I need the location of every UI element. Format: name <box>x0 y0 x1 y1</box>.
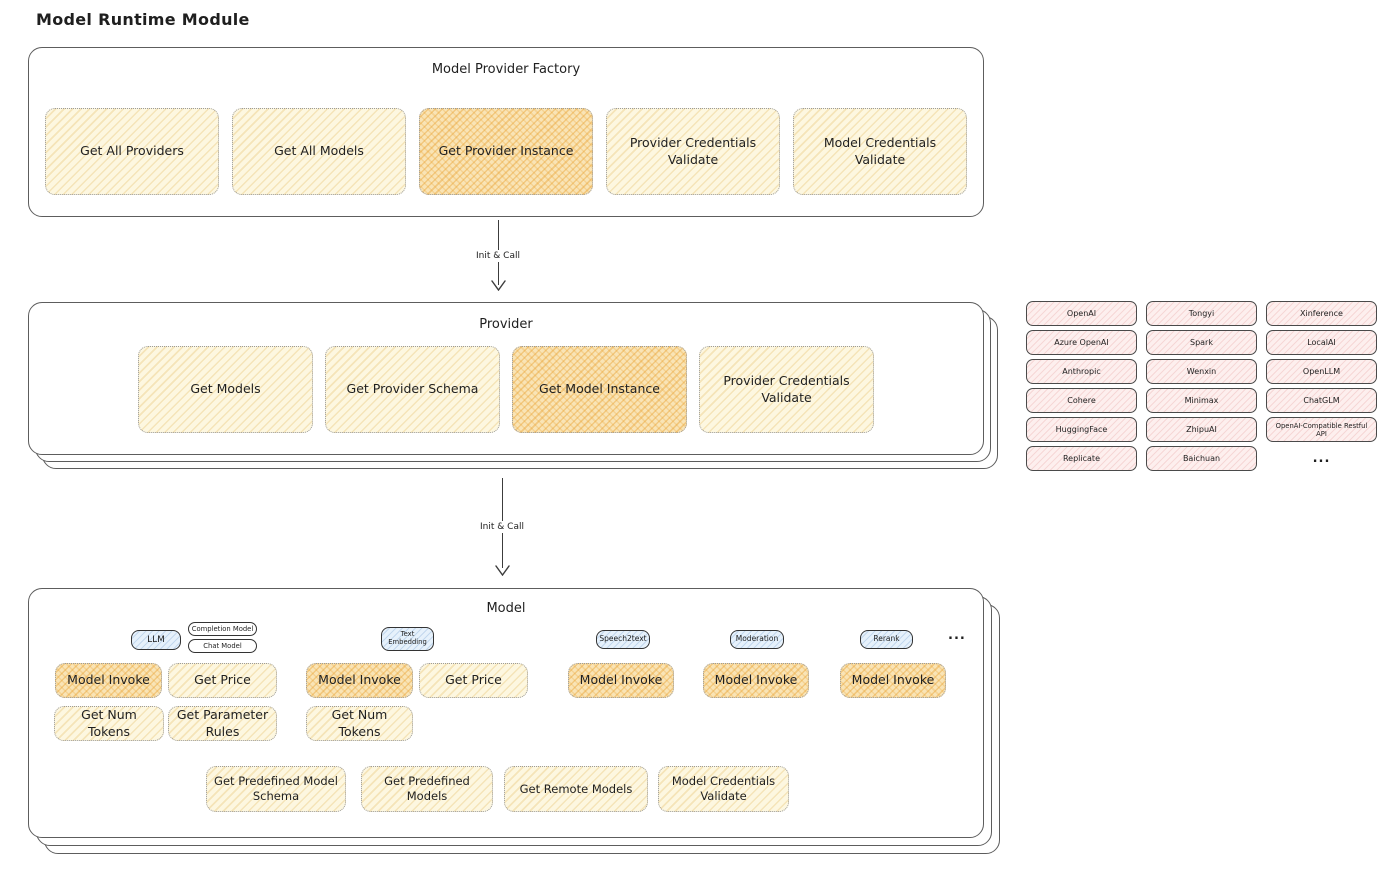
tab-completion-model: Completion Model <box>188 622 257 636</box>
provider-box-provider-credentials-validate: Provider Credentials Validate <box>699 346 874 433</box>
provider-chip-xinference: Xinference <box>1266 301 1377 326</box>
factory-box-get-all-providers: Get All Providers <box>45 108 219 195</box>
get-remote-models-box: Get Remote Models <box>504 766 648 812</box>
provider-chip-openai: OpenAI <box>1026 301 1137 326</box>
get-predefined-model-schema-box: Get Predefined Model Schema <box>206 766 346 812</box>
tab-rerank: Rerank <box>860 630 913 649</box>
provider-chip-openai-compatible-restful-api: OpenAI-Compatible Restful API <box>1266 417 1377 442</box>
factory-box-provider-credentials-validate: Provider Credentials Validate <box>606 108 780 195</box>
embedding-get-num-tokens-box: Get Num Tokens <box>306 706 413 741</box>
arrow-head-down-icon <box>491 280 506 291</box>
llm-model-invoke-box: Model Invoke <box>55 663 162 698</box>
moderation-model-invoke-box: Model Invoke <box>703 663 809 698</box>
get-predefined-models-box: Get Predefined Models <box>361 766 493 812</box>
speech2text-model-invoke-box: Model Invoke <box>568 663 674 698</box>
tab-chat-model: Chat Model <box>188 639 257 653</box>
model-title: Model <box>486 601 526 616</box>
provider-chip-spark: Spark <box>1146 330 1257 355</box>
provider-list-more-ellipsis: ... <box>1312 451 1331 466</box>
provider-box-get-models: Get Models <box>138 346 313 433</box>
provider-chip-zhipuai: ZhipuAI <box>1146 417 1257 442</box>
model-tabs-more-ellipsis: ... <box>948 628 966 643</box>
arrow-head-down-icon <box>495 565 510 576</box>
tab-speech2text: Speech2text <box>596 630 650 649</box>
tab-text-embedding: Text Embedding <box>381 627 434 651</box>
provider-chip-localai: LocalAI <box>1266 330 1377 355</box>
provider-chip-minimax: Minimax <box>1146 388 1257 413</box>
tab-moderation: Moderation <box>730 630 784 649</box>
provider-list: OpenAI Tongyi Xinference Azure OpenAI Sp… <box>1026 301 1377 471</box>
provider-chip-cohere: Cohere <box>1026 388 1137 413</box>
tab-llm: LLM <box>131 630 181 650</box>
arrow2-label: Init & Call <box>476 521 528 533</box>
provider-container: Provider Get Models Get Provider Schema … <box>28 302 984 455</box>
provider-chip-wenxin: Wenxin <box>1146 359 1257 384</box>
rerank-model-invoke-box: Model Invoke <box>840 663 946 698</box>
model-credentials-validate-box: Model Credentials Validate <box>658 766 789 812</box>
provider-title: Provider <box>479 317 533 332</box>
embedding-model-invoke-box: Model Invoke <box>306 663 413 698</box>
factory-box-get-all-models: Get All Models <box>232 108 406 195</box>
factory-container: Model Provider Factory Get All Providers… <box>28 47 984 217</box>
provider-chip-baichuan: Baichuan <box>1146 446 1257 471</box>
provider-chip-tongyi: Tongyi <box>1146 301 1257 326</box>
factory-box-model-credentials-validate: Model Credentials Validate <box>793 108 967 195</box>
provider-box-get-model-instance: Get Model Instance <box>512 346 687 433</box>
provider-chip-azure-openai: Azure OpenAI <box>1026 330 1137 355</box>
provider-chip-chatglm: ChatGLM <box>1266 388 1377 413</box>
factory-box-get-provider-instance: Get Provider Instance <box>419 108 593 195</box>
embedding-get-price-box: Get Price <box>419 663 528 698</box>
factory-title: Model Provider Factory <box>431 62 581 77</box>
page-title: Model Runtime Module <box>36 10 250 29</box>
provider-box-get-provider-schema: Get Provider Schema <box>325 346 500 433</box>
llm-get-price-box: Get Price <box>168 663 277 698</box>
llm-get-num-tokens-box: Get Num Tokens <box>54 706 164 741</box>
provider-chip-replicate: Replicate <box>1026 446 1137 471</box>
arrow1-label: Init & Call <box>472 250 524 262</box>
provider-chip-openllm: OpenLLM <box>1266 359 1377 384</box>
llm-get-parameter-rules-box: Get Parameter Rules <box>168 706 277 741</box>
provider-chip-anthropic: Anthropic <box>1026 359 1137 384</box>
provider-row: Get Models Get Provider Schema Get Model… <box>29 346 983 433</box>
provider-chip-huggingface: HuggingFace <box>1026 417 1137 442</box>
model-container: Model LLM Completion Model Chat Model Te… <box>28 588 984 838</box>
factory-row: Get All Providers Get All Models Get Pro… <box>45 108 967 195</box>
